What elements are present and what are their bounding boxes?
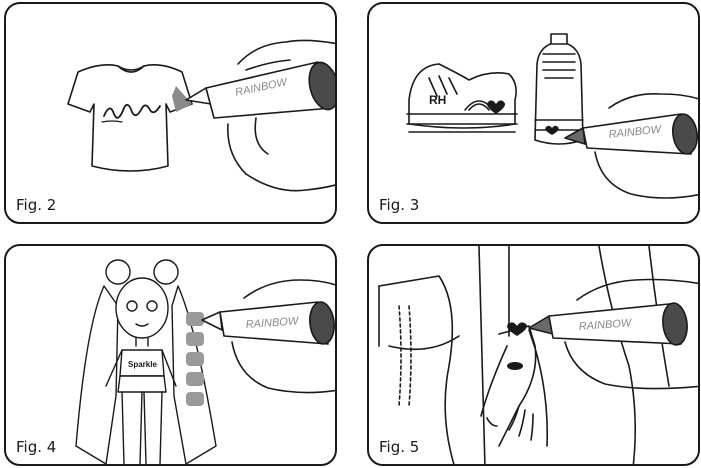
doll-hand: [499, 326, 547, 446]
figure-3-panel: RH RAINBOW Fig. 3: [367, 2, 700, 224]
figure-3-illustration: RH RAINBOW: [369, 4, 700, 224]
figure-5-illustration: RAINBOW: [369, 246, 700, 466]
sneaker-side: [409, 64, 516, 128]
figure-5-label: Fig. 5: [379, 438, 419, 456]
sneaker-front: [535, 42, 583, 144]
doll-top-text: Sparkle: [128, 360, 157, 369]
figure-4-panel: Sparkle RAINBOW Fig. 4: [4, 244, 337, 466]
doll-head: [116, 278, 168, 338]
figure-2-label: Fig. 2: [16, 196, 56, 214]
doll-hair: [76, 286, 118, 464]
shoe-logo-text: RH: [429, 93, 446, 107]
figure-2-panel: RAINBOW Fig. 2: [4, 2, 337, 224]
figure-4-illustration: Sparkle RAINBOW: [6, 246, 337, 466]
figure-2-illustration: RAINBOW: [6, 4, 337, 224]
t-shirt: [68, 65, 192, 171]
heart-icon: [507, 322, 527, 336]
figure-4-label: Fig. 4: [16, 438, 56, 456]
figure-5-panel: RAINBOW Fig. 5: [367, 244, 700, 466]
figure-3-label: Fig. 3: [379, 196, 419, 214]
